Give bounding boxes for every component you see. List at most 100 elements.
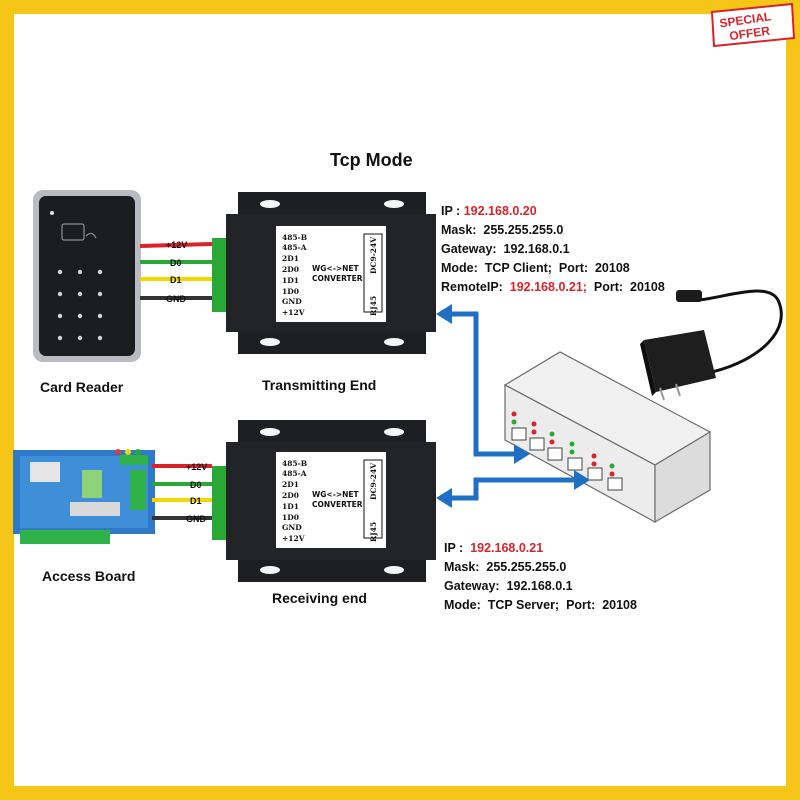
pin-label: 1D0 — [282, 287, 299, 296]
special-offer-badge: SPECIAL OFFER — [710, 2, 796, 48]
receiving-converter — [212, 420, 436, 582]
transmitting-converter — [212, 192, 436, 354]
access-board-device — [13, 449, 155, 544]
wire-label: D1 — [190, 496, 202, 506]
pin-label: +12V — [282, 308, 305, 317]
mask-row: Mask: 255.255.255.0 — [444, 558, 637, 577]
power-label: DC9-24V — [369, 237, 378, 274]
pin-label: +12V — [282, 534, 305, 543]
mask-label: Mask: — [444, 560, 480, 574]
tx-ethernet-link — [446, 311, 520, 457]
access-board-label: Access Board — [42, 568, 136, 584]
transmitting-end-label: Transmitting End — [262, 377, 377, 393]
bottom-wires — [152, 464, 212, 520]
pin-label: 485-A — [282, 469, 307, 478]
gateway-row: Gateway: 192.168.0.1 — [444, 577, 637, 596]
remote-port-label: Port: — [593, 280, 624, 294]
receive-pin-labels: 485-B 485-A 2D1 2D0 1D1 1D0 GND +12V WG<… — [282, 459, 378, 543]
pin-label: 485-B — [282, 233, 307, 242]
converter-name: CONVERTER — [312, 274, 363, 283]
mode-value: TCP Client; — [484, 261, 552, 275]
switch-ports — [511, 427, 623, 491]
wire-label: GND — [166, 294, 187, 304]
mask-label: Mask: — [441, 223, 477, 237]
mask-row: Mask: 255.255.255.0 — [441, 221, 665, 240]
mask-value: 255.255.255.0 — [486, 560, 567, 574]
receive-network-settings: IP : 192.168.0.21 Mask: 255.255.255.0 Ga… — [444, 539, 637, 615]
wire-label: +12V — [166, 240, 187, 250]
remote-ip-value: 192.168.0.21; — [509, 280, 587, 294]
ip-row: IP : 192.168.0.21 — [444, 539, 637, 558]
pin-label: 2D1 — [282, 254, 299, 263]
converter-name: WG<->NET — [312, 264, 360, 273]
mode-label: Mode: — [441, 261, 478, 275]
diagram-panel — [14, 14, 786, 786]
remote-ip-label: RemoteIP: — [441, 280, 503, 294]
status-leds — [511, 411, 615, 477]
wire-label: D0 — [190, 480, 202, 490]
port-value: 20108 — [594, 261, 630, 275]
port-label: RJ45 — [369, 522, 378, 542]
card-reader-label: Card Reader — [40, 379, 124, 395]
pin-label: 2D0 — [282, 491, 299, 500]
wire-label: D0 — [170, 258, 182, 268]
pin-label: 485-A — [282, 243, 307, 252]
arrow-icon — [514, 444, 530, 464]
wire-12v — [139, 242, 213, 248]
power-label: DC9-24V — [369, 463, 378, 500]
pin-label: 1D0 — [282, 513, 299, 522]
gateway-label: Gateway: — [444, 579, 500, 593]
keypad-icon — [57, 269, 103, 341]
transmit-network-settings: IP : 192.168.0.20 Mask: 255.255.255.0 Ga… — [441, 202, 665, 297]
pin-label: 2D0 — [282, 265, 299, 274]
mode-value: TCP Server; — [487, 598, 560, 612]
arrow-icon — [436, 304, 452, 324]
pin-label: 2D1 — [282, 480, 299, 489]
mode-row: Mode: TCP Client; Port: 20108 — [441, 259, 665, 278]
mode-row: Mode: TCP Server; Port: 20108 — [444, 596, 637, 615]
gateway-label: Gateway: — [441, 242, 497, 256]
ip-value: 192.168.0.20 — [463, 204, 537, 218]
power-adapter — [640, 289, 783, 401]
pin-label: GND — [282, 523, 302, 532]
network-switch — [503, 351, 712, 524]
top-wire-labels: +12V D0 D1 GND — [166, 240, 187, 304]
transmit-pin-labels: 485-B 485-A 2D1 2D0 1D1 1D0 GND +12V WG<… — [282, 233, 378, 317]
mask-value: 255.255.255.0 — [483, 223, 564, 237]
card-reader-device — [33, 190, 141, 362]
gateway-value: 192.168.0.1 — [503, 242, 570, 256]
ip-row: IP : 192.168.0.20 — [441, 202, 665, 221]
gateway-row: Gateway: 192.168.0.1 — [441, 240, 665, 259]
pin-label: 485-B — [282, 459, 307, 468]
receiving-end-label: Receiving end — [272, 590, 367, 606]
wire-label: GND — [186, 514, 207, 524]
pin-label: GND — [282, 297, 302, 306]
badge-line2: OFFER — [729, 24, 772, 44]
gateway-value: 192.168.0.1 — [506, 579, 573, 593]
ip-value: 192.168.0.21 — [470, 541, 544, 555]
ip-label: IP : — [444, 541, 464, 555]
converter-name: WG<->NET — [312, 490, 360, 499]
wire-label: +12V — [186, 462, 207, 472]
wire-label: D1 — [170, 275, 182, 285]
pin-label: 1D1 — [282, 502, 299, 511]
network-links — [446, 311, 580, 501]
port-label: RJ45 — [369, 296, 378, 316]
ip-label: IP : — [441, 204, 461, 218]
port-label: Port: — [558, 261, 589, 275]
rx-ethernet-link — [446, 477, 580, 501]
port-value: 20108 — [602, 598, 637, 612]
link-arrows — [436, 304, 590, 508]
remote-port-value: 20108 — [630, 280, 665, 294]
port-label: Port: — [566, 598, 596, 612]
arrow-icon — [574, 470, 590, 490]
bottom-wire-labels: +12V D0 D1 GND — [186, 462, 207, 524]
arrow-icon — [436, 488, 452, 508]
pin-label: 1D1 — [282, 276, 299, 285]
diagram-title: Tcp Mode — [330, 150, 413, 170]
remote-ip-row: RemoteIP: 192.168.0.21; Port: 20108 — [441, 278, 665, 297]
badge-shape — [710, 2, 796, 48]
rfid-card-icon — [61, 223, 97, 241]
converter-name: CONVERTER — [312, 500, 363, 509]
